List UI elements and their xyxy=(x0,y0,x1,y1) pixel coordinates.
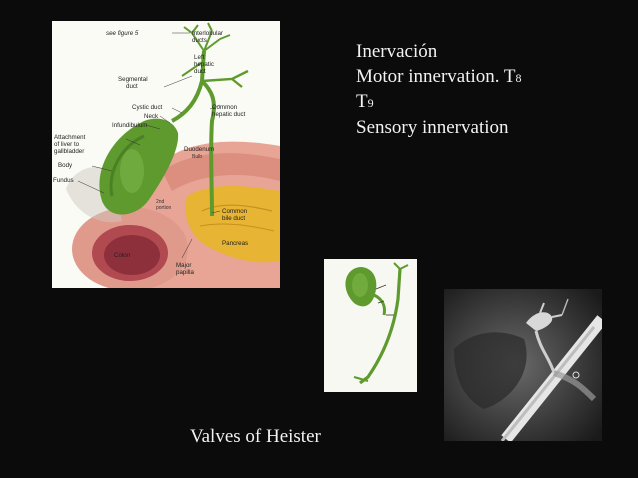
label-left-2: hepatic xyxy=(194,61,214,68)
t9-subscript: 9 xyxy=(367,96,374,110)
label-pancreas: Pancreas xyxy=(222,240,248,247)
label-cystic-duct: Cystic duct xyxy=(132,104,163,111)
label-major-2: papilla xyxy=(176,269,194,276)
label-infundibulum: Infundibulum xyxy=(112,122,147,129)
label-second-1: 2nd xyxy=(156,199,165,205)
biliary-anatomy-illustration: see figure 5 Interlobular ducts Left hep… xyxy=(52,21,280,288)
label-left-3: duct xyxy=(194,68,206,75)
label-attachment-1: Attachment xyxy=(54,134,86,141)
valves-of-heister-diagram xyxy=(324,259,417,392)
label-second-2: portion xyxy=(156,205,172,211)
label-neck: Neck xyxy=(144,113,159,120)
motor-innervation-text: Motor innervation. T xyxy=(356,65,516,87)
label-segmental-1: Segmental xyxy=(118,76,148,83)
label-colon: Colon xyxy=(114,252,131,259)
label-duodenum-1: Duodenum xyxy=(184,146,214,153)
label-interlobular-2: ducts xyxy=(192,37,207,44)
label-see-figure: see figure 5 xyxy=(106,30,139,37)
label-common-hepatic-1: Common xyxy=(212,104,238,111)
label-major-1: Major xyxy=(176,262,191,269)
label-common-hepatic-2: hepatic duct xyxy=(212,111,246,118)
label-body: Body xyxy=(58,162,73,169)
label-duodenum-2: Bulb xyxy=(192,154,202,160)
sensory-innervation-line: Sensory innervation xyxy=(356,116,509,138)
motor-innervation-subscript: 8 xyxy=(515,70,522,85)
motor-innervation-line: Motor innervation. T8 xyxy=(356,65,522,91)
label-attachment-3: gallbladder xyxy=(54,148,84,155)
t9-text: T xyxy=(356,91,368,112)
label-left-1: Left xyxy=(194,54,205,61)
caption-valves-of-heister: Valves of Heister xyxy=(190,426,321,447)
cholangiogram-xray xyxy=(444,289,602,441)
label-interlobular-1: Interlobular xyxy=(192,30,223,37)
label-segmental-2: duct xyxy=(126,83,138,90)
label-attachment-2: of liver to xyxy=(54,141,80,148)
t9-line: T9 xyxy=(356,90,522,116)
label-common-bile-2: bile duct xyxy=(222,215,245,222)
title-inervacion: Inervación xyxy=(356,41,438,62)
label-common-bile-1: Common xyxy=(222,208,248,215)
label-fundus: Fundus xyxy=(53,177,74,184)
innervation-text: Inervación Motor innervation. T8 T9 Sens… xyxy=(356,40,522,140)
